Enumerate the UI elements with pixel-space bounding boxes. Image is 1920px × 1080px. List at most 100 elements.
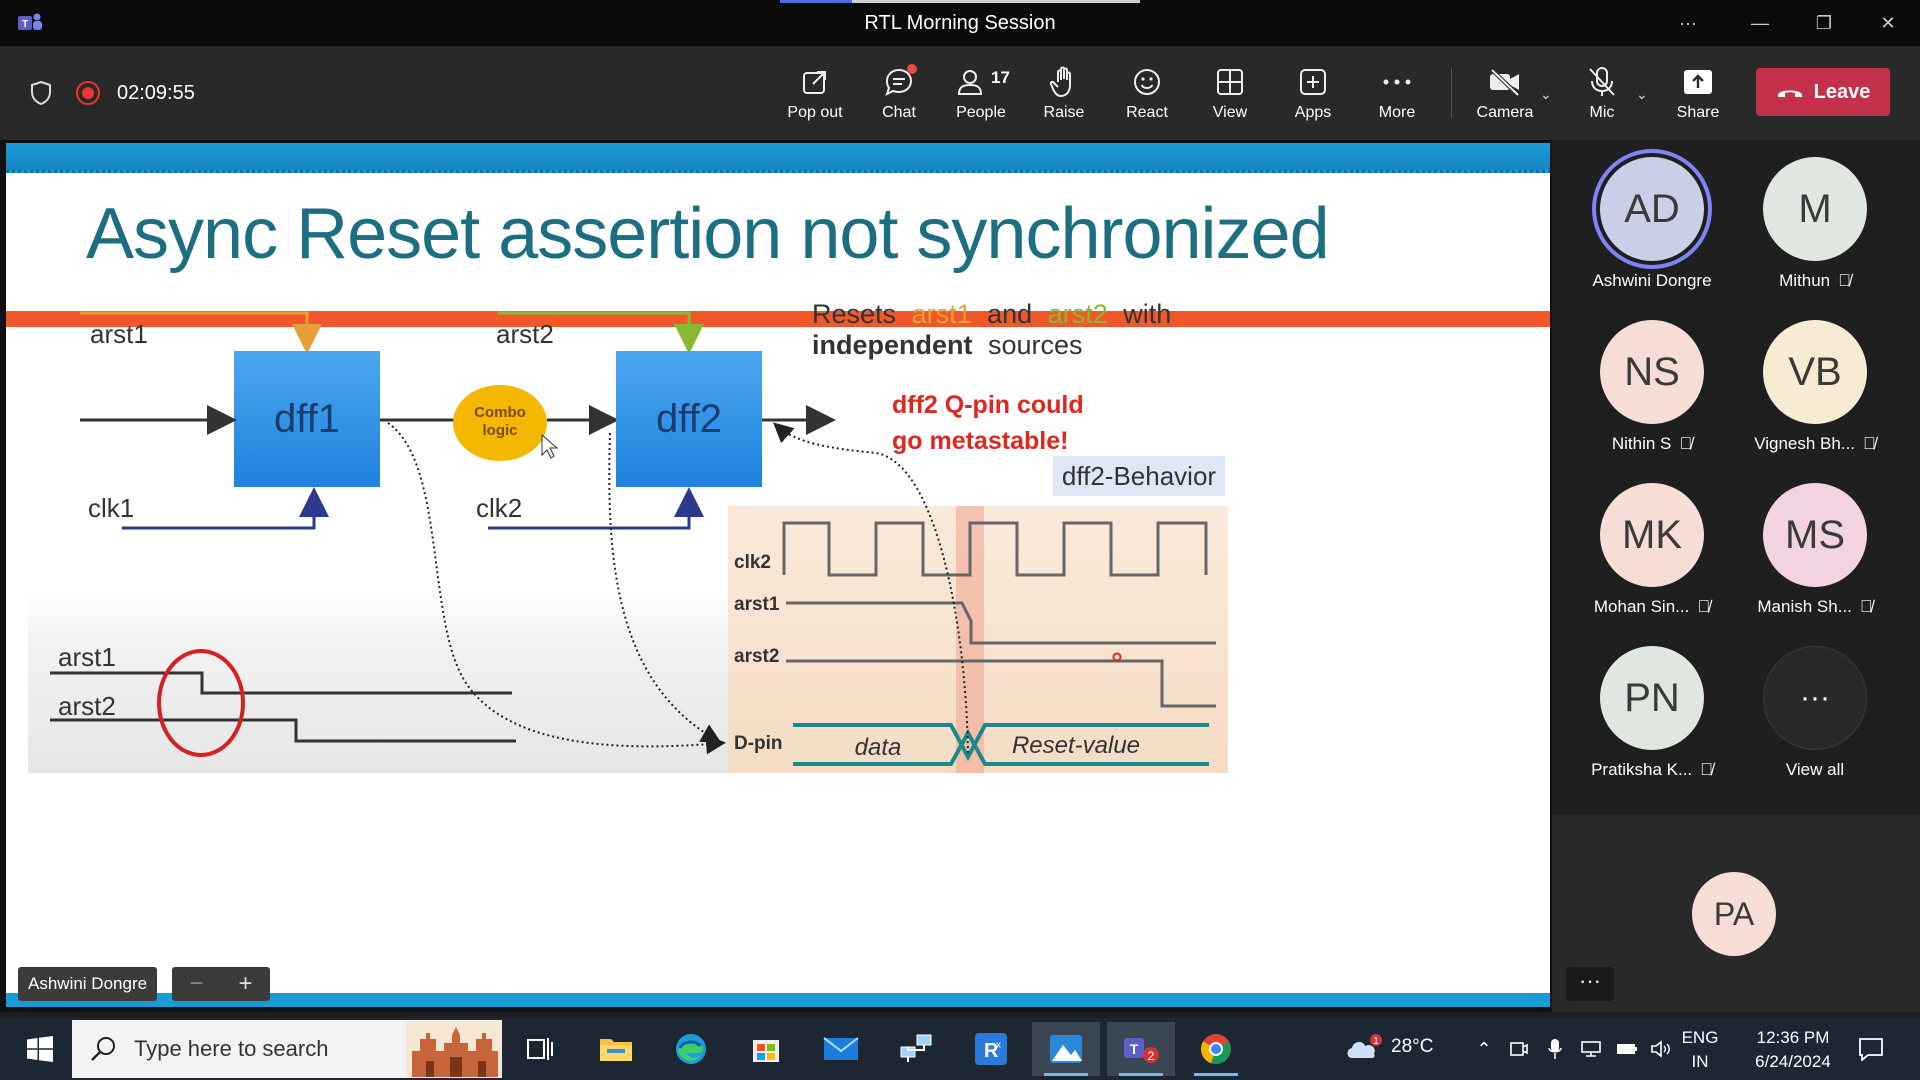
- popout-icon: [803, 71, 826, 94]
- plus-square-icon: [1300, 69, 1326, 95]
- zoom-out-button[interactable]: −: [189, 970, 204, 997]
- shared-slide: Async Reset assertion not synchronized a…: [6, 143, 1550, 1007]
- meet-now-icon[interactable]: [1504, 1018, 1534, 1080]
- people-button[interactable]: 17 People: [941, 62, 1021, 130]
- svg-text:T: T: [22, 19, 28, 30]
- participant-tile-3[interactable]: NS Nithin S🎙̸: [1570, 320, 1734, 470]
- camera-button[interactable]: Camera: [1465, 62, 1545, 130]
- combo-logic-block: [453, 385, 547, 461]
- participant-tile-5[interactable]: MK Mohan Sin...🎙̸: [1570, 483, 1734, 633]
- participant-tile-2[interactable]: M Mithun🎙̸: [1733, 157, 1897, 307]
- react-button[interactable]: React: [1107, 62, 1187, 130]
- temperature[interactable]: 28°C: [1391, 1036, 1434, 1057]
- window-title: RTL Morning Session: [864, 12, 1056, 34]
- chat-icon: [885, 68, 913, 96]
- more-options-button[interactable]: ···: [1679, 12, 1697, 33]
- more-label: More: [1378, 104, 1416, 121]
- participant-avatar: AD: [1600, 157, 1704, 261]
- taskbar-clock[interactable]: 12:36 PM 6/24/2024: [1730, 1026, 1856, 1074]
- view-all-tile[interactable]: ··· View all: [1733, 646, 1897, 796]
- close-button[interactable]: ✕: [1880, 12, 1896, 33]
- edge-button[interactable]: [657, 1022, 725, 1076]
- arst1-waveform: [786, 601, 1216, 645]
- task-view-icon: [527, 1038, 553, 1060]
- mail-button[interactable]: [807, 1022, 875, 1076]
- recording-icon: [76, 81, 100, 105]
- input-language-indicator[interactable]: ENG IN: [1676, 1026, 1724, 1074]
- file-explorer-button[interactable]: [582, 1022, 650, 1076]
- more-actions-button[interactable]: More: [1357, 62, 1437, 130]
- shield-icon[interactable]: [30, 80, 52, 106]
- maximize-button[interactable]: ❐: [1815, 12, 1833, 33]
- svg-text:T: T: [1130, 1041, 1139, 1057]
- weather-widget[interactable]: 1: [1340, 1018, 1388, 1080]
- apps-label: Apps: [1294, 104, 1332, 121]
- microphone-icon[interactable]: [1540, 1018, 1570, 1080]
- reset-diagram: arst1 dff1 clk1 Combo logic arst2 dff2 c…: [28, 299, 1228, 773]
- self-view-more-button[interactable]: ···: [1566, 967, 1614, 1001]
- chat-button[interactable]: Chat: [859, 62, 939, 130]
- taskbar-search-box[interactable]: Type here to search: [72, 1020, 502, 1078]
- leave-button[interactable]: Leave: [1756, 68, 1890, 116]
- svg-text:x: x: [996, 1040, 1001, 1051]
- mic-muted-icon: 🎙̸: [1863, 434, 1876, 453]
- presenter-label: Ashwini Dongre: [18, 967, 158, 1001]
- camera-label: Camera: [1476, 104, 1534, 121]
- task-view-button[interactable]: [506, 1022, 574, 1076]
- teams-badge-count: 2: [1148, 1049, 1155, 1063]
- notifications-button[interactable]: [1846, 1018, 1896, 1080]
- network-icon[interactable]: [1576, 1018, 1606, 1080]
- resets-description: Resets arst1 and arst2 with: [812, 299, 1171, 329]
- popout-button[interactable]: Pop out: [775, 62, 855, 130]
- wave-dpin-label: D-pin: [734, 733, 783, 754]
- teams-logo-icon[interactable]: T: [18, 12, 42, 34]
- active-app-indicator: [1194, 1073, 1238, 1076]
- mic-button[interactable]: Mic: [1562, 62, 1642, 130]
- language-region: IN: [1691, 1052, 1709, 1071]
- participant-tile-4[interactable]: VB Vignesh Bh...🎙̸: [1733, 320, 1897, 470]
- more-participants-icon: ···: [1763, 646, 1867, 750]
- chrome-icon: [1200, 1034, 1231, 1064]
- red-circle-highlight: [157, 649, 245, 757]
- chat-label: Chat: [882, 104, 916, 121]
- people-label: People: [956, 104, 1006, 121]
- behavior-title-box: [1053, 456, 1225, 496]
- volume-icon[interactable]: [1646, 1018, 1676, 1080]
- start-button[interactable]: [10, 1018, 70, 1080]
- chat-notification-dot: [907, 64, 917, 74]
- arst1-label: arst1: [90, 319, 148, 349]
- self-avatar: PA: [1692, 872, 1776, 956]
- people-icon: [957, 70, 983, 95]
- show-hidden-icons-chevron-icon[interactable]: ⌃: [1476, 1038, 1492, 1059]
- participant-avatar: MS: [1763, 483, 1867, 587]
- chrome-button[interactable]: [1182, 1022, 1250, 1076]
- meeting-toolbar: 02:09:55 Pop out Chat 17 People Raise Re…: [0, 46, 1920, 140]
- microsoft-store-button[interactable]: [732, 1022, 800, 1076]
- clk1-wire: [122, 487, 329, 530]
- view-label: View: [1212, 104, 1248, 121]
- minimize-button[interactable]: —: [1751, 12, 1769, 33]
- wave-arst2-label: arst2: [734, 646, 779, 667]
- resets-arst1: arst1: [912, 299, 972, 329]
- mic-options-chevron-icon[interactable]: ⌄: [1636, 86, 1648, 102]
- arst1-wire: [80, 311, 322, 354]
- view-button[interactable]: View: [1190, 62, 1270, 130]
- camera-options-chevron-icon[interactable]: ⌄: [1540, 86, 1552, 102]
- clk2-wire: [488, 487, 704, 530]
- raise-hand-button[interactable]: Raise: [1024, 62, 1104, 130]
- participant-avatar: VB: [1763, 320, 1867, 424]
- participant-tile-6[interactable]: MS Manish Sh...🎙̸: [1733, 483, 1897, 633]
- participant-tile-7[interactable]: PN Pratiksha K...🎙̸: [1570, 646, 1734, 796]
- participant-tile-1[interactable]: AD Ashwini Dongre: [1570, 157, 1734, 307]
- remote-desktop-button[interactable]: [882, 1022, 950, 1076]
- share-button[interactable]: Share: [1658, 62, 1738, 130]
- battery-icon[interactable]: [1612, 1018, 1642, 1080]
- photos-button[interactable]: [1032, 1022, 1100, 1076]
- zoom-in-button[interactable]: +: [238, 970, 253, 997]
- mic-muted-icon: 🎙̸: [1697, 597, 1711, 616]
- apps-button[interactable]: Apps: [1273, 62, 1353, 130]
- mic-label: Mic: [1589, 104, 1615, 121]
- behavior-title: dff2-Behavior: [1062, 461, 1217, 491]
